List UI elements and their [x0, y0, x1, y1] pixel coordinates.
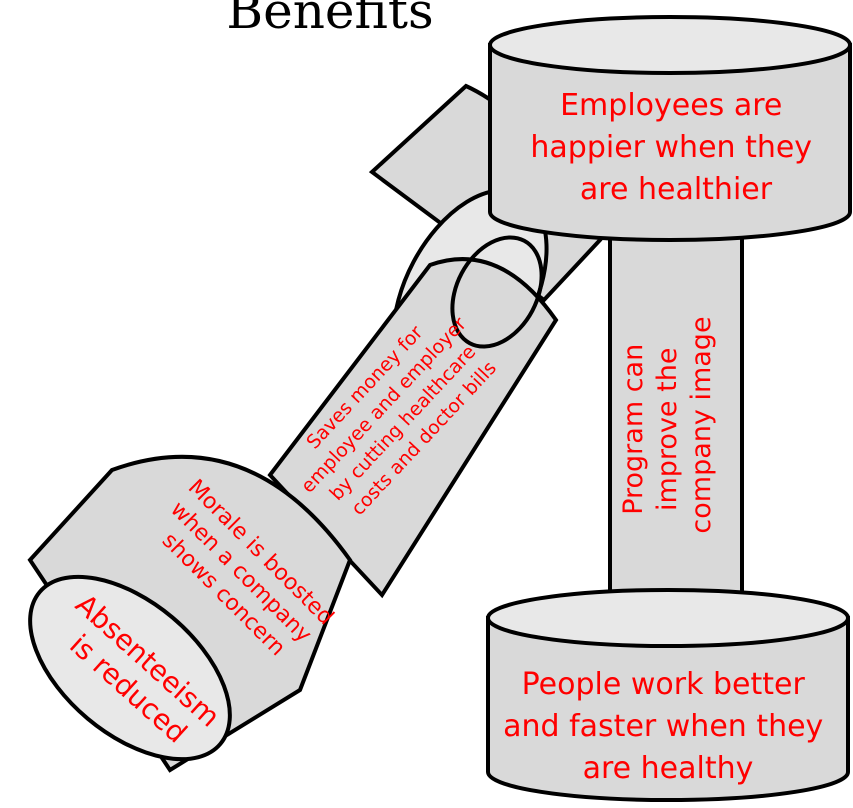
top-plate: Employees are happier when they are heal… — [488, 15, 852, 242]
diagonal-bar: Saves money for employee and employer by… — [267, 235, 559, 599]
bottom-plate-label-2: and faster when they — [503, 709, 823, 744]
diagram-title: Benefits — [226, 0, 433, 40]
bottom-plate: People work better and faster when they … — [486, 588, 850, 802]
svg-text:People work better and: People work better and faster when they … — [503, 667, 833, 786]
svg-text:Employees are happier: Employees are happier when they are heal… — [530, 88, 821, 207]
bottom-plate-label-1: People work better — [522, 667, 806, 702]
top-plate-label-2: happier when they — [530, 130, 812, 165]
vertical-bar-label-1: Program can — [618, 344, 649, 515]
vertical-bar: Program can improve the company image — [608, 216, 744, 630]
vertical-bar-label-3: company image — [686, 316, 717, 533]
top-plate-label-3: are healthier — [580, 172, 773, 207]
lower-left-plate: Morale is boosted when a company shows c… — [27, 454, 353, 773]
bottom-plate-label-3: are healthy — [583, 751, 754, 786]
svg-text:Program can improve th: Program can improve the company image — [618, 316, 717, 533]
top-plate-label-1: Employees are — [560, 88, 782, 123]
vertical-bar-label-2: improve the — [652, 348, 683, 511]
